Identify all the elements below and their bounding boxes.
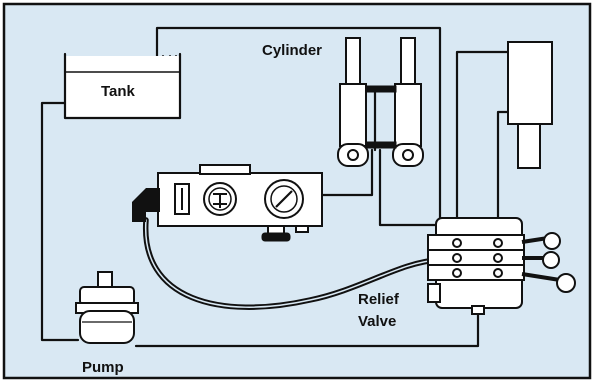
- lever-3[interactable]: [521, 272, 561, 282]
- cylinder-to-gauge-line: [320, 148, 374, 197]
- cylinder-to-valve-line: [378, 148, 437, 227]
- valve-port: [493, 268, 503, 278]
- hydraulic-lines: [40, 26, 512, 348]
- actuator: [507, 41, 553, 169]
- pump-label: Pump: [82, 359, 124, 376]
- valve-section-3: [427, 264, 525, 281]
- cylinder-label: Cylinder: [262, 42, 322, 59]
- gauge-block: [132, 164, 323, 242]
- control-valve: [427, 217, 576, 315]
- cylinder-right-rod: [400, 37, 416, 87]
- pressure-line: [134, 310, 480, 348]
- relief-valve-label-line2: Valve: [358, 313, 396, 330]
- cylinder-top-fitting: [365, 85, 397, 93]
- flow-gauge-dial: [208, 187, 232, 211]
- valve-section-2: [427, 249, 525, 266]
- valve-section-1: [427, 234, 525, 251]
- pressure-gauge-dial: [270, 185, 298, 213]
- cylinder-left-rod: [345, 37, 361, 87]
- tank: [63, 52, 182, 120]
- flow-gauge-needle: [213, 193, 227, 208]
- actuator-line-a: [455, 50, 512, 245]
- cylinder-right-pin: [402, 149, 414, 161]
- pump-body: [79, 310, 135, 344]
- relief-valve-adjuster: [427, 283, 441, 303]
- cylinder-right-body: [394, 83, 422, 147]
- valve-port: [493, 238, 503, 248]
- suction-line: [40, 101, 80, 342]
- pump-shaft: [97, 271, 113, 289]
- cylinder-bottom-fitting: [365, 141, 397, 149]
- relief-valve-label-line1: Relief: [358, 291, 400, 308]
- load-valve-knob: [261, 232, 291, 242]
- control-levers[interactable]: [521, 232, 576, 293]
- lever-1-knob[interactable]: [543, 232, 561, 250]
- cylinder-left-body: [339, 83, 367, 147]
- actuator-rod: [517, 123, 541, 169]
- lever-2-knob[interactable]: [542, 251, 560, 269]
- tank-return-line: [155, 26, 442, 224]
- cylinder-assembly: [337, 37, 424, 167]
- valve-port: [452, 268, 462, 278]
- gauge-block-handle: [199, 164, 251, 175]
- lever-3-knob[interactable]: [556, 273, 576, 293]
- tank-walls: [63, 52, 182, 120]
- valve-port: [452, 238, 462, 248]
- pump: [75, 271, 139, 344]
- test-hose-inner: [145, 219, 439, 308]
- gauge-block-port: [295, 225, 309, 233]
- valve-port: [452, 253, 462, 263]
- actuator-line-b: [496, 110, 512, 260]
- cylinder-left-pin: [347, 149, 359, 161]
- gauge-elbow-fitting: [132, 188, 160, 222]
- valve-outlet: [471, 305, 485, 315]
- actuator-body: [507, 41, 553, 125]
- pressure-gauge-needle: [275, 190, 293, 208]
- tank-label: Tank: [101, 83, 136, 100]
- valve-port: [493, 253, 503, 263]
